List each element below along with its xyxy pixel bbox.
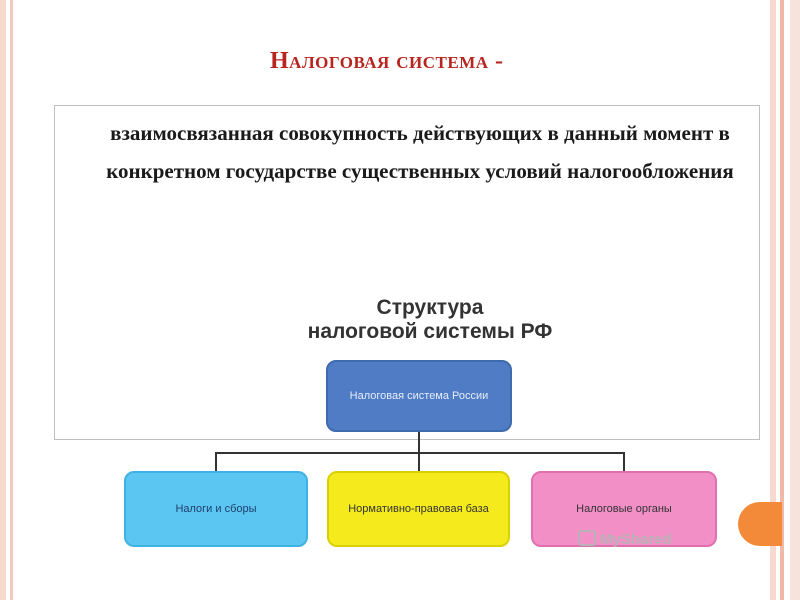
node-legal-framework: Нормативно-правовая база [327, 471, 510, 547]
slide-title: Налоговая система - [270, 48, 504, 74]
connector-left [215, 452, 217, 471]
right-border-edge [790, 0, 800, 600]
right-border-strip [770, 0, 776, 600]
connector-right [623, 452, 625, 471]
slide-accent-tab [738, 502, 782, 546]
node-taxes-and-fees: Налоги и сборы [124, 471, 308, 547]
watermark-text: MyShared [600, 531, 672, 548]
left-border-strip [0, 0, 6, 600]
connector-middle [418, 452, 420, 471]
structure-heading: Структура налоговой системы РФ [230, 296, 630, 344]
structure-heading-line2: налоговой системы РФ [307, 320, 553, 343]
right-border-line [780, 0, 784, 600]
structure-heading-line1: Структура [376, 296, 484, 319]
watermark: MyShared [578, 530, 672, 548]
definition-text: взаимосвязанная совокупность действующих… [106, 121, 734, 183]
connector-horizontal [215, 452, 625, 454]
myshared-logo-icon [578, 530, 596, 546]
connector-root [418, 432, 420, 453]
node-tax-system: Налоговая система России [326, 360, 512, 432]
left-border-line [10, 0, 13, 600]
node-tax-authorities: Налоговые органы [531, 471, 717, 547]
